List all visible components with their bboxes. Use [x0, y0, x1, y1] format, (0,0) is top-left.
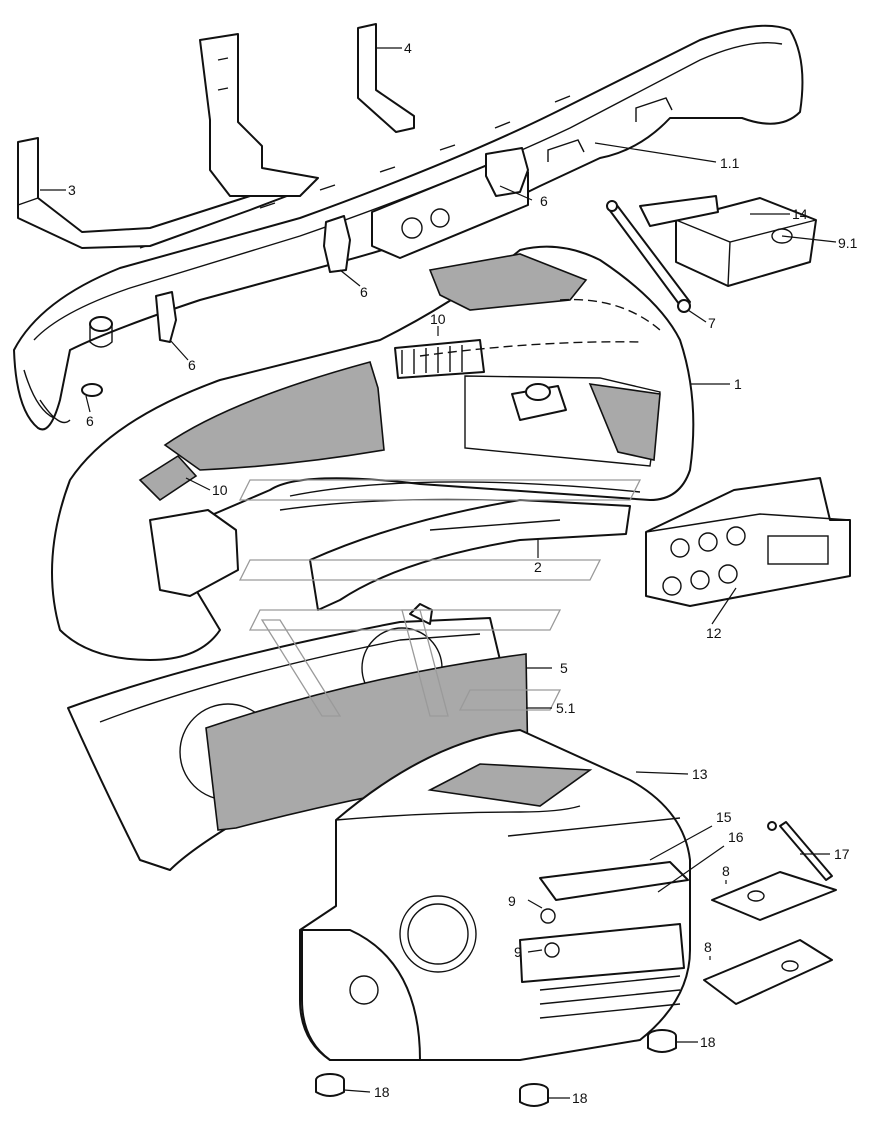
- feet-18: [315, 1029, 677, 1107]
- callout-5: 5: [560, 660, 568, 676]
- callout-15: 15: [716, 809, 732, 825]
- callout-8: 8: [722, 863, 730, 879]
- leader-lines: [40, 47, 837, 1099]
- callout-7: 7: [708, 315, 716, 331]
- callout-18: 18: [700, 1034, 716, 1050]
- callout-18: 18: [572, 1090, 588, 1106]
- callout-9: 9: [514, 944, 522, 960]
- callout-labels: 1.1 3 4 6 6 6 6 14 9.1 7 1 10 10 2 12 5 …: [68, 40, 858, 1106]
- switch-panel-12: [645, 477, 851, 607]
- callout-8: 8: [704, 939, 712, 955]
- callout-6: 6: [188, 357, 196, 373]
- lower-console-13: [299, 729, 691, 1061]
- callout-16: 16: [728, 829, 744, 845]
- hinges-8: [703, 871, 837, 1005]
- gas-strut-7: [606, 200, 691, 313]
- callout-6: 6: [540, 193, 548, 209]
- gas-strut-17: [767, 821, 833, 881]
- watermark-logo: [238, 479, 642, 717]
- callout-18: 18: [374, 1084, 390, 1100]
- callout-10: 10: [212, 482, 228, 498]
- latches-6: [81, 147, 529, 397]
- instrument-cluster-5: [67, 603, 529, 871]
- callout-9-1: 9.1: [838, 235, 858, 251]
- callout-4: 4: [404, 40, 412, 56]
- callout-10: 10: [430, 311, 446, 327]
- callout-12: 12: [706, 625, 722, 641]
- callout-1: 1: [734, 376, 742, 392]
- callout-3: 3: [68, 182, 76, 198]
- callout-1-1: 1.1: [720, 155, 740, 171]
- callout-9: 9: [508, 893, 516, 909]
- callout-6: 6: [360, 284, 368, 300]
- bracket-4: [199, 23, 415, 197]
- dashboard-shell-1: [51, 245, 695, 661]
- callout-6: 6: [86, 413, 94, 429]
- callout-2: 2: [534, 559, 542, 575]
- callout-14: 14: [792, 206, 808, 222]
- callout-5-1: 5.1: [556, 700, 576, 716]
- callout-13: 13: [692, 766, 708, 782]
- storage-box-14: [639, 195, 817, 287]
- callout-17: 17: [834, 846, 850, 862]
